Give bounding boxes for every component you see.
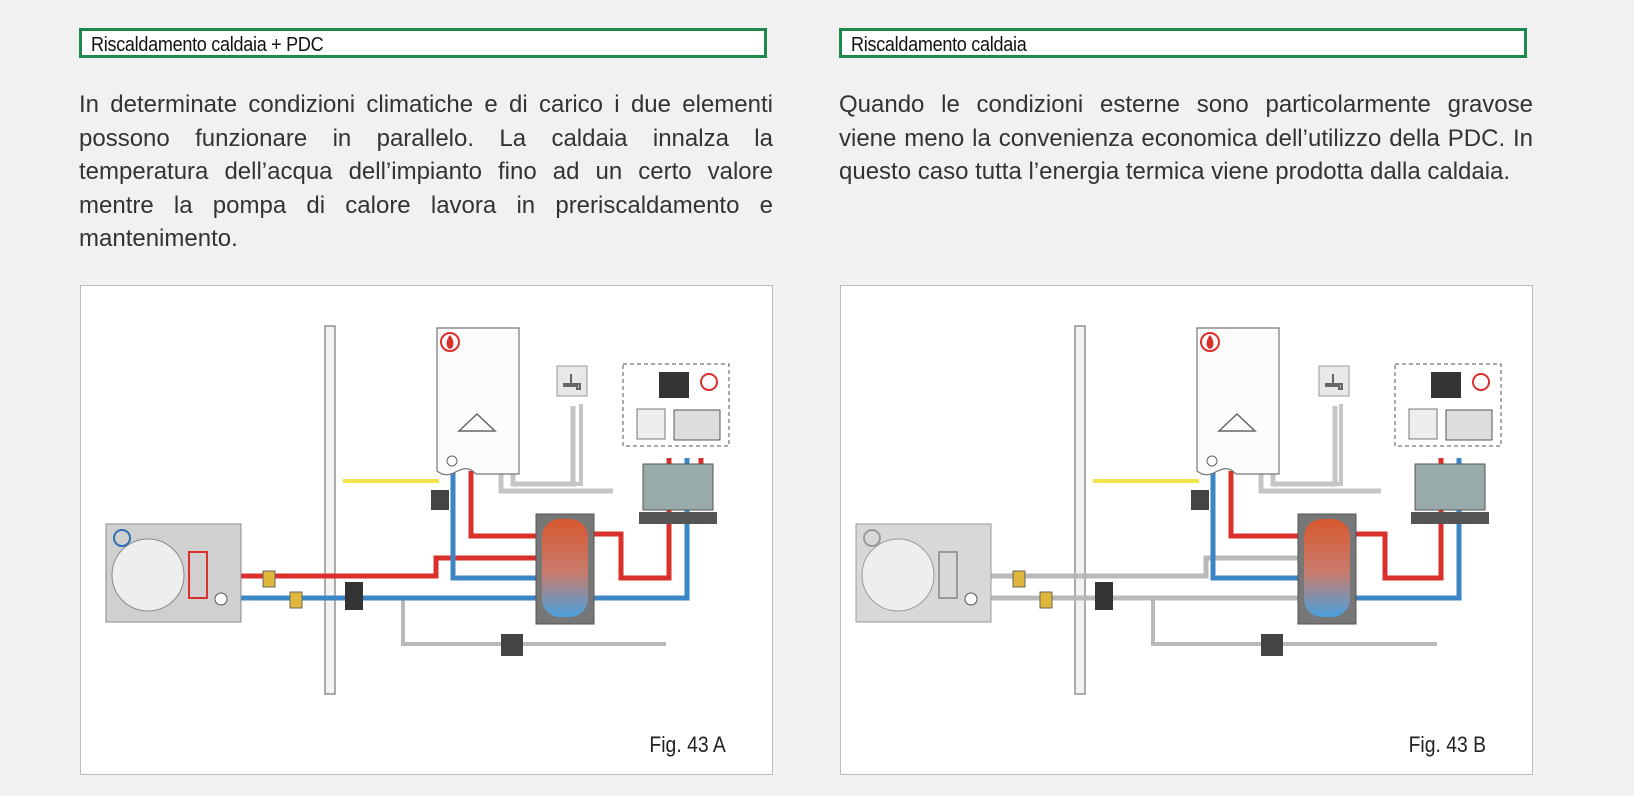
hot-pipe-collector xyxy=(1353,458,1444,581)
left-paragraph: In determinate condizioni climatiche e d… xyxy=(79,91,773,252)
hot-pipe-pdc xyxy=(241,555,541,579)
left-heading-box: Riscaldamento caldaia + PDC xyxy=(79,28,767,58)
flame-icon xyxy=(446,335,454,349)
hot-pipe-boiler xyxy=(468,471,541,539)
bypass-pipe xyxy=(1151,596,1437,646)
emitters-box xyxy=(1394,363,1502,447)
right-caption: Fig. 43 B xyxy=(1408,732,1486,757)
boiler xyxy=(1196,327,1280,476)
floor-heating-icon xyxy=(659,372,689,398)
storage-tank xyxy=(1297,513,1357,625)
flame-icon xyxy=(1206,335,1214,349)
valve xyxy=(262,570,276,588)
boiler xyxy=(436,327,520,476)
wall xyxy=(1074,325,1086,695)
wall xyxy=(324,325,336,695)
right-heading-box: Riscaldamento caldaia xyxy=(839,28,1527,58)
cold-pipe-boiler xyxy=(450,471,541,581)
sun-icon xyxy=(1472,373,1490,391)
valve xyxy=(289,591,303,609)
dirt-separator xyxy=(1095,582,1113,610)
bypass-pipe xyxy=(401,596,666,646)
power-icon xyxy=(863,529,881,547)
radiator-icon xyxy=(1408,408,1438,440)
tap-icon xyxy=(556,365,588,397)
storage-tank xyxy=(535,513,595,625)
valve xyxy=(1039,591,1053,609)
sun-icon xyxy=(700,373,718,391)
cold-pipe-boiler xyxy=(1210,471,1303,581)
hydraulic-collector xyxy=(639,463,717,524)
heat-pump-outdoor-unit xyxy=(855,523,992,623)
right-paragraph: Quando le condizioni esterne sono partic… xyxy=(839,91,1533,185)
dirt-separator xyxy=(345,582,363,610)
inactive-pipe-pdc xyxy=(991,555,1303,579)
hydraulic-collector xyxy=(1411,463,1489,524)
hot-pipe-boiler xyxy=(1228,471,1303,539)
fancoil-icon xyxy=(673,409,721,441)
diagram-boiler-only xyxy=(855,325,1502,695)
hot-pipe-collector xyxy=(591,458,672,581)
floor-heating-icon xyxy=(1431,372,1461,398)
tap-icon xyxy=(1318,365,1350,397)
fancoil-icon xyxy=(1445,409,1493,441)
valve xyxy=(1012,570,1026,588)
heat-pump-outdoor-unit xyxy=(105,523,242,623)
safety-group xyxy=(431,490,449,510)
left-heading: Riscaldamento caldaia + PDC xyxy=(91,34,324,56)
power-icon xyxy=(113,529,131,547)
radiator-icon xyxy=(636,408,666,440)
left-caption: Fig. 43 A xyxy=(649,732,726,757)
figure-43a: Fig. 43 A xyxy=(80,285,773,775)
mixing-valve xyxy=(1261,634,1283,656)
figure-43b: Fig. 43 B xyxy=(840,285,1533,775)
mixing-valve xyxy=(501,634,523,656)
emitters-box xyxy=(622,363,730,447)
diagram-boiler-plus-heatpump xyxy=(105,325,730,695)
right-heading: Riscaldamento caldaia xyxy=(851,34,1027,56)
safety-group xyxy=(1191,490,1209,510)
